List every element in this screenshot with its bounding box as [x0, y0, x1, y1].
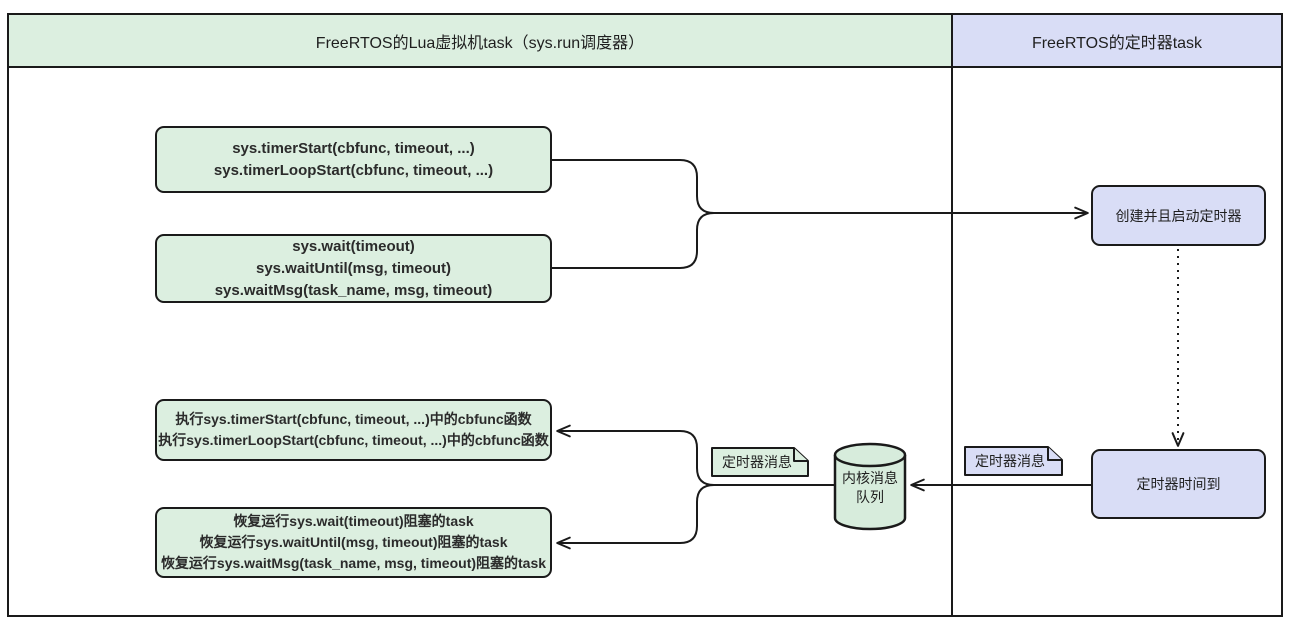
- node-line: 恢复运行sys.wait(timeout)阻塞的task: [233, 513, 474, 529]
- node-line: sys.timerStart(cbfunc, timeout, ...): [232, 139, 475, 157]
- kernel-queue-cylinder: [833, 442, 907, 531]
- kernel-queue-label-line: 内核消息: [842, 470, 898, 486]
- node-line: sys.waitMsg(task_name, msg, timeout): [214, 281, 493, 299]
- node-exec-cbfunc: 执行sys.timerStart(cbfunc, timeout, ...)中的…: [155, 399, 552, 461]
- node-line: 恢复运行sys.waitMsg(task_name, msg, timeout)…: [160, 555, 547, 571]
- node-line: 创建并且启动定时器: [1115, 207, 1242, 224]
- node-line: 定时器时间到: [1136, 476, 1221, 492]
- timer-message-note-right-label: 定时器消息: [975, 452, 1045, 469]
- node-timer-start-api: sys.timerStart(cbfunc, timeout, ...) sys…: [155, 126, 552, 193]
- node-line: sys.wait(timeout): [292, 237, 415, 255]
- node-line: sys.waitUntil(msg, timeout): [255, 259, 452, 277]
- node-line: 执行sys.timerLoopStart(cbfunc, timeout, ..…: [158, 432, 549, 448]
- node-line: sys.timerLoopStart(cbfunc, timeout, ...): [213, 161, 494, 179]
- connector-start-to-create-timer: [552, 159, 1089, 220]
- node-wait-api: sys.wait(timeout) sys.waitUntil(msg, tim…: [155, 234, 552, 303]
- lane-header-lua-title: FreeRTOS的Lua虚拟机task（sys.run调度器）: [315, 34, 645, 52]
- lane-header-timer-bg: [951, 13, 1283, 68]
- lane-header-timer-title: FreeRTOS的定时器task: [1031, 34, 1203, 52]
- kernel-queue-label: 内核消息 队列: [835, 458, 905, 518]
- timer-message-note-right: [964, 446, 1063, 476]
- node-resume-task: 恢复运行sys.wait(timeout)阻塞的task 恢复运行sys.wai…: [155, 507, 552, 578]
- connector-queue-to-resume: [556, 484, 715, 550]
- kernel-queue-label-line: 队列: [856, 489, 884, 505]
- node-line: 恢复运行sys.waitUntil(msg, timeout)阻塞的task: [199, 534, 508, 550]
- connector-queue-to-exec: [556, 424, 835, 486]
- connector-wait-to-merge: [552, 212, 715, 269]
- lane-header-lua-bg: [7, 13, 953, 68]
- timer-message-note-left-label: 定时器消息: [722, 453, 792, 470]
- node-line: 执行sys.timerStart(cbfunc, timeout, ...)中的…: [175, 411, 532, 427]
- node-timer-fired: 定时器时间到: [1091, 449, 1266, 519]
- timer-message-note-left: [711, 447, 809, 477]
- node-create-timer: 创建并且启动定时器: [1091, 185, 1266, 246]
